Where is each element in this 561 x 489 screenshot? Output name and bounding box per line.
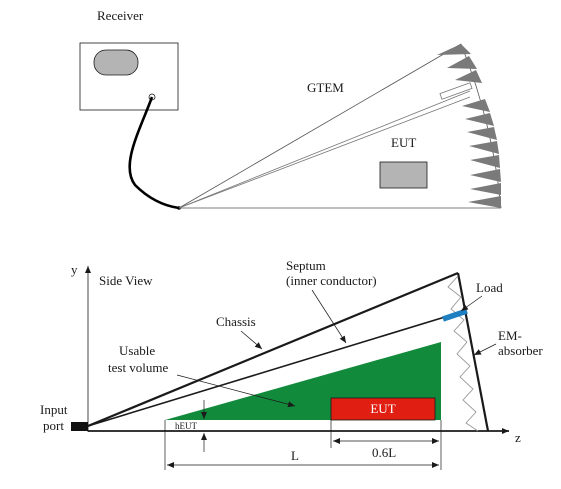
input-port-connector — [71, 422, 88, 431]
usable-leader — [176, 374, 296, 408]
septum-label-line1: Septum — [286, 258, 326, 273]
coax-cable — [128, 96, 180, 210]
end-wall — [456, 272, 490, 432]
usable-label-line2: test volume — [108, 360, 169, 375]
top-eut-label: EUT — [391, 135, 416, 150]
septum-label-line2: (inner conductor) — [286, 273, 377, 288]
gtem-absorber-cones — [437, 44, 501, 208]
chassis-wall — [87, 271, 459, 428]
usable-label-line1: Usable — [119, 343, 155, 358]
top-diagram: Receiver GTEM EUT — [79, 8, 502, 210]
gtem-load-element — [439, 82, 473, 100]
input-label-line1: Input — [40, 402, 68, 417]
chassis-label: Chassis — [216, 314, 256, 329]
em-absorber — [447, 275, 479, 432]
absorber-label-line2: absorber — [498, 343, 543, 358]
receiver-display — [93, 49, 139, 76]
septum-line — [87, 312, 459, 427]
y-axis-label: y — [71, 262, 78, 277]
gtem-septum-upper — [178, 90, 471, 209]
height-label: hEUT — [175, 421, 197, 431]
load-element — [442, 308, 468, 322]
load-label: Load — [476, 280, 503, 295]
absorber-label-line1: EM- — [498, 328, 522, 343]
length-label: L — [291, 448, 299, 463]
side-view-diagram: y z Side View EUT hEUT L 0.6L Septum — [40, 258, 543, 470]
load-leader — [460, 295, 483, 312]
side-view-label: Side View — [99, 273, 153, 288]
absorber-leader — [473, 343, 497, 356]
input-label-line2: port — [43, 418, 64, 433]
septum-leader — [311, 289, 347, 344]
eut-box — [330, 397, 436, 421]
receiver-label: Receiver — [97, 8, 144, 23]
eut-label: EUT — [370, 401, 395, 416]
fraction-label: 0.6L — [372, 445, 396, 460]
z-axis-label: z — [515, 430, 521, 445]
top-eut-box — [379, 161, 428, 189]
gtem-label: GTEM — [307, 80, 344, 95]
gtem-septum-lower — [178, 96, 471, 209]
gtem-top-wall — [178, 43, 462, 209]
chassis-leader — [240, 330, 263, 350]
